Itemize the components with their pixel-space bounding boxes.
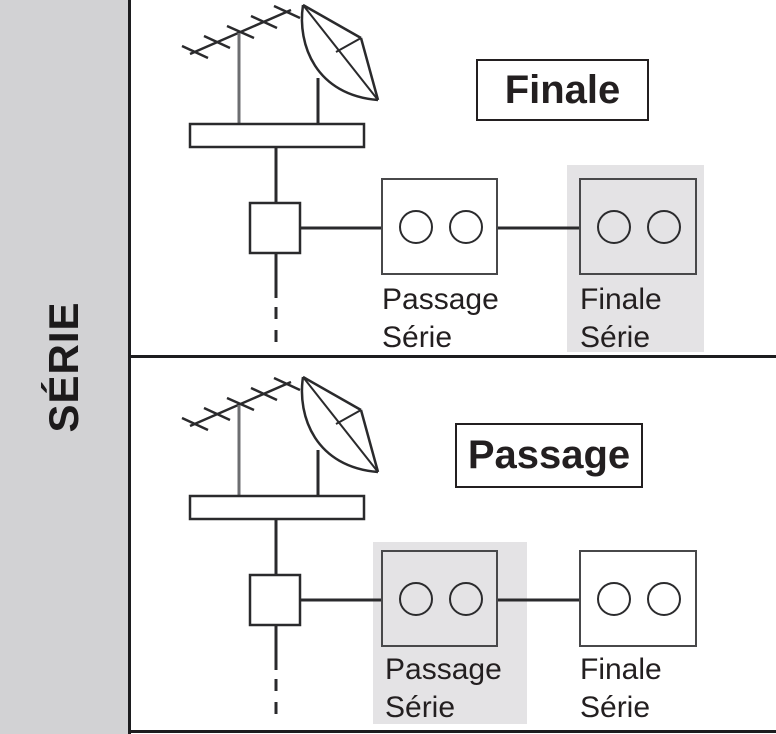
socket-circle-icon — [399, 210, 433, 244]
socket-circle-icon — [399, 582, 433, 616]
outlet-box-passage-serie — [381, 550, 498, 647]
panel-title-box-passage: Passage — [455, 423, 643, 488]
outlet-box-finale-serie — [579, 550, 697, 647]
panel-divider — [131, 355, 776, 358]
outlet-box-passage-serie — [381, 178, 498, 275]
bottom-rule — [131, 730, 776, 733]
panel-title-box-finale: Finale — [476, 59, 649, 121]
outlet-label-passage-serie: Passage Série — [385, 653, 502, 724]
outlet-label-finale-serie: Finale Série — [580, 283, 662, 354]
sidebar: SÉRIE — [0, 0, 128, 734]
socket-circle-icon — [647, 582, 681, 616]
socket-circle-icon — [449, 210, 483, 244]
highlight-region-finale — [567, 165, 704, 352]
socket-circle-icon — [647, 210, 681, 244]
highlight-region-passage — [373, 542, 527, 724]
panel-title-passage: Passage — [467, 433, 631, 477]
socket-circle-icon — [597, 210, 631, 244]
panel-title-finale: Finale — [504, 67, 621, 112]
vertical-divider — [128, 0, 131, 734]
outlet-box-finale-serie — [579, 178, 697, 275]
outlet-label-passage-serie: Passage Série — [382, 283, 499, 354]
socket-circle-icon — [597, 582, 631, 616]
socket-circle-icon — [449, 582, 483, 616]
outlet-label-finale-serie: Finale Série — [580, 653, 662, 724]
